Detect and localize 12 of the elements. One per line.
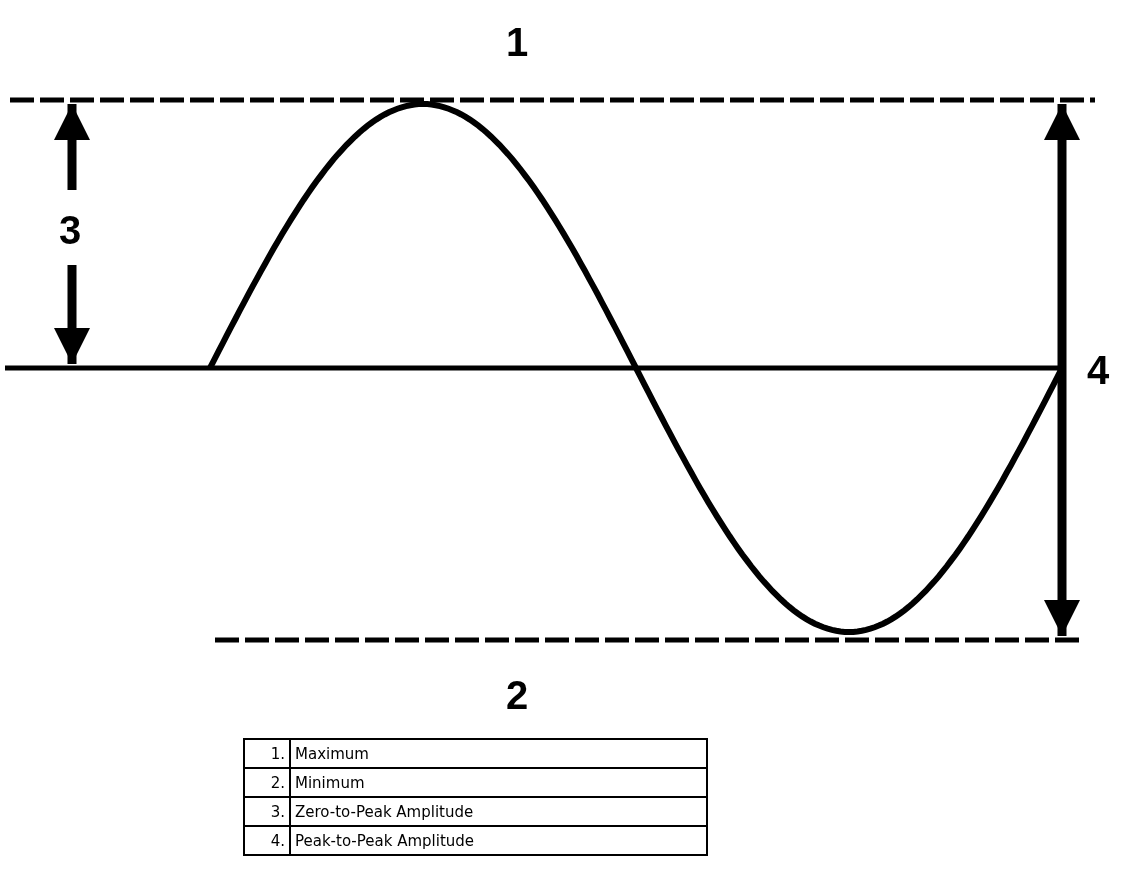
- item-description: Maximum: [290, 739, 707, 768]
- callout-number: 1: [505, 22, 529, 62]
- callout-number: 3: [58, 210, 82, 250]
- item-number: 2.: [244, 768, 290, 797]
- callout-number: 2: [505, 675, 529, 715]
- item-number: 3.: [244, 797, 290, 826]
- item-description: Peak-to-Peak Amplitude: [290, 826, 707, 855]
- item-description: Zero-to-Peak Amplitude: [290, 797, 707, 826]
- item-number: 4.: [244, 826, 290, 855]
- callout-number: 4: [1086, 350, 1110, 390]
- item-description: Minimum: [290, 768, 707, 797]
- item-number: 1.: [244, 739, 290, 768]
